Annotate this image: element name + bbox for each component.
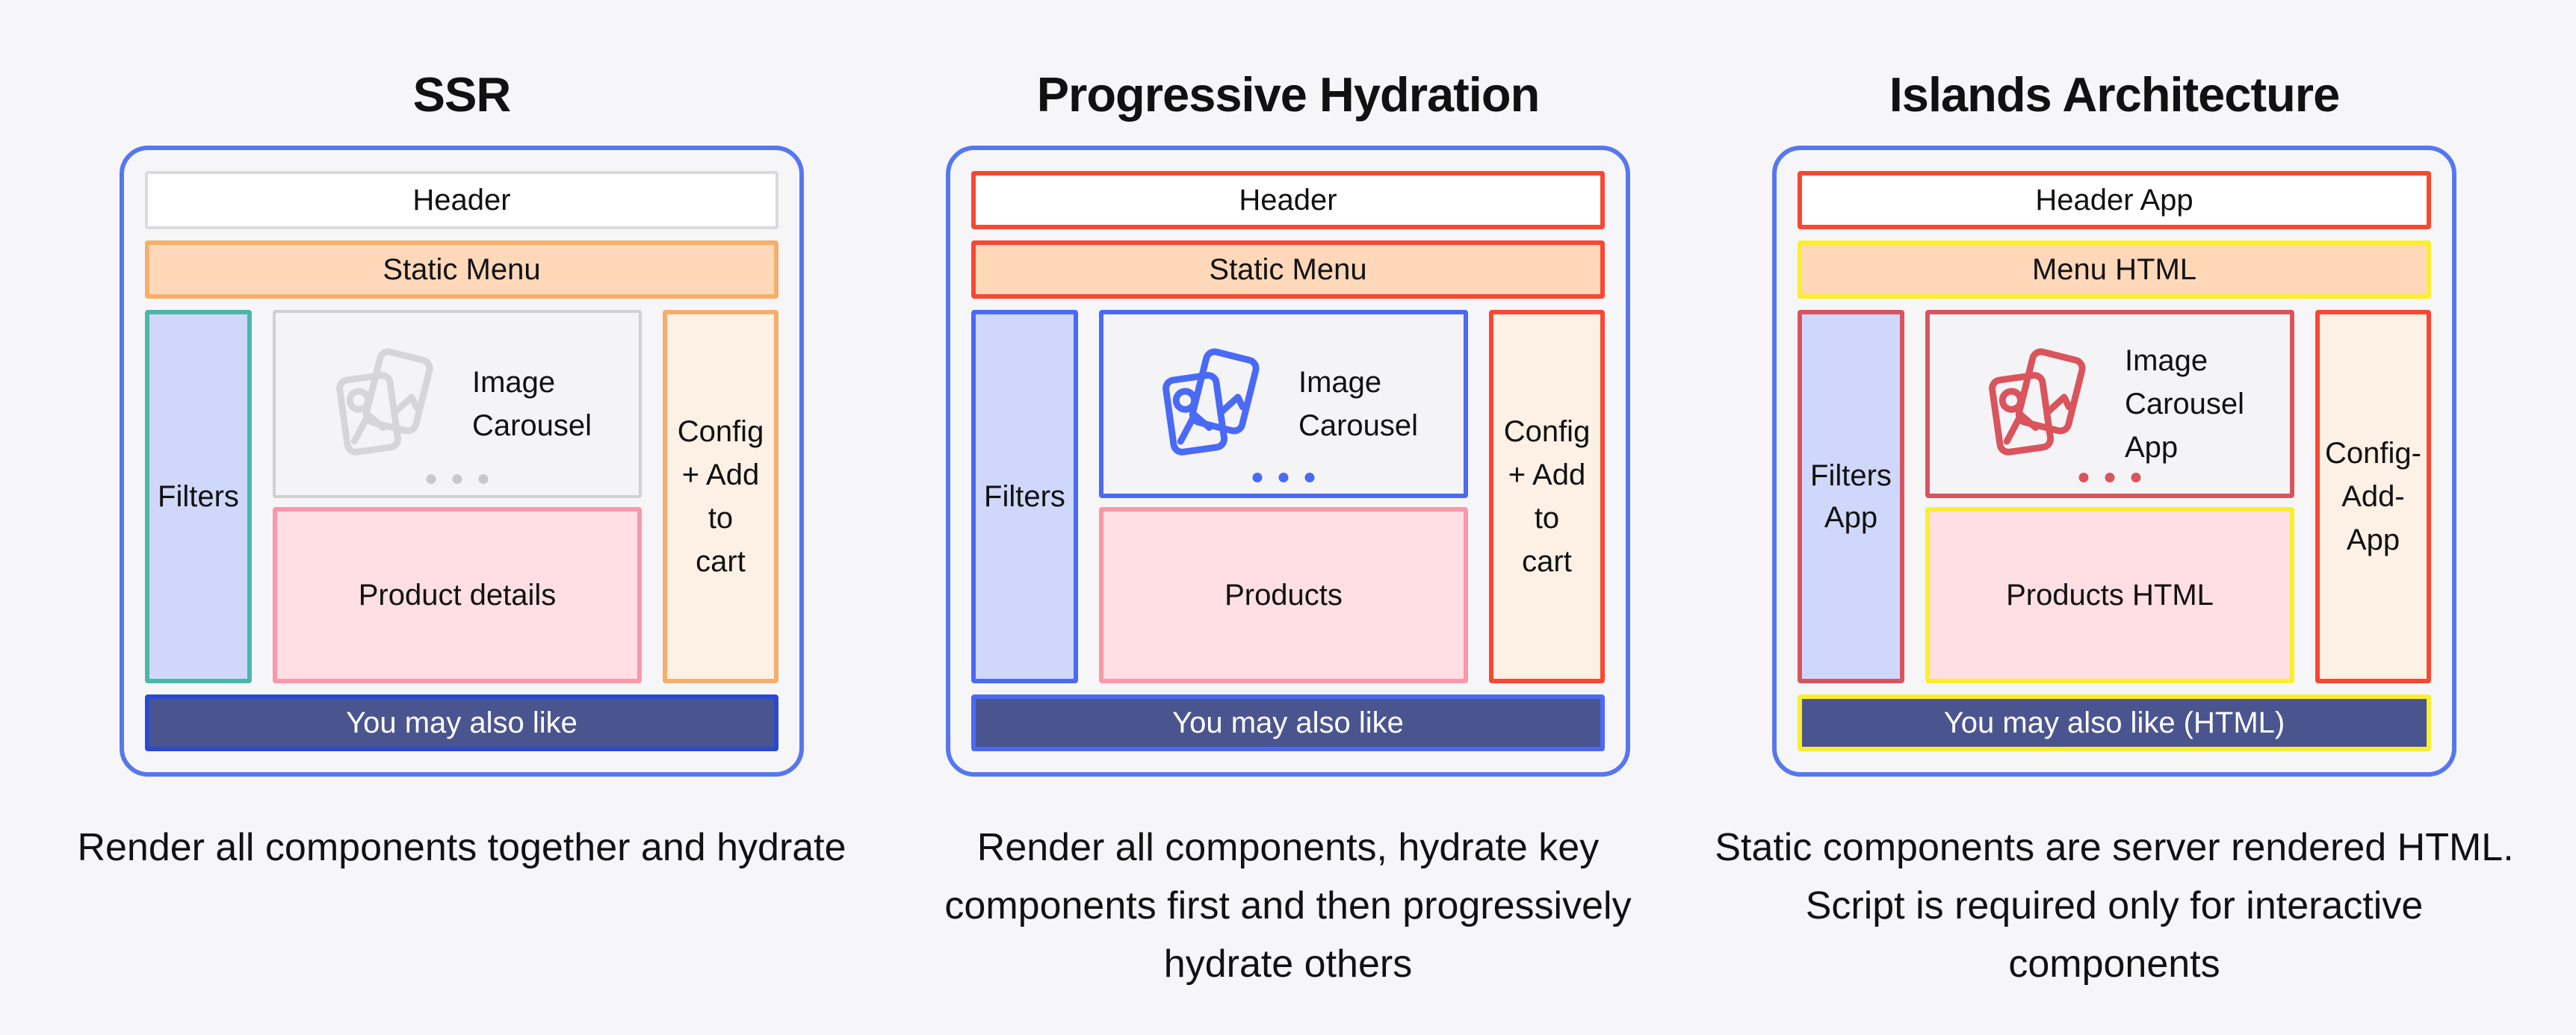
- panel-caption: Static components are server rendered HT…: [1715, 826, 2514, 986]
- products-box: Products HTML: [1925, 507, 2294, 683]
- image-stack-icon: [1149, 344, 1270, 464]
- config-box: Config + Add to cart: [663, 310, 778, 683]
- panel-ssr: SSR Header Static Menu Filters Image Car…: [77, 43, 846, 993]
- panel-islands-architecture: Islands Architecture Header App Menu HTM…: [1715, 43, 2513, 993]
- panel-title: Islands Architecture: [1889, 67, 2341, 122]
- header-box: Header: [971, 171, 1605, 229]
- image-stack-icon: [323, 344, 444, 464]
- carousel-dots-icon: [2078, 473, 2141, 482]
- recommendations-bar: You may also like (HTML): [1798, 694, 2431, 751]
- panel-caption: Render all components together and hydra…: [77, 826, 846, 869]
- carousel-dots-icon: [1252, 473, 1315, 482]
- filters-box: Filters: [145, 310, 252, 683]
- products-box: Products: [1099, 507, 1468, 683]
- content-row: Filters Image Carousel Product details C…: [145, 310, 778, 683]
- recommendations-bar: You may also like: [971, 694, 1605, 751]
- menu-box: Static Menu: [971, 240, 1605, 299]
- carousel-box: Image Carousel: [1099, 310, 1468, 498]
- carousel-box: Image Carousel App: [1925, 310, 2294, 498]
- menu-box: Static Menu: [145, 240, 778, 299]
- content-row: Filters App Image Carousel App Products …: [1798, 310, 2431, 683]
- recommendations-bar: You may also like: [145, 694, 778, 751]
- image-stack-icon: [1975, 344, 2096, 464]
- carousel-label: Image Carousel App: [2124, 344, 2245, 464]
- center-column: Image Carousel Products: [1099, 310, 1468, 683]
- page-wireframe: Header App Menu HTML Filters App Image C…: [1772, 146, 2456, 777]
- carousel-box: Image Carousel: [273, 310, 642, 498]
- filters-box: Filters: [971, 310, 1078, 683]
- carousel-label: Image Carousel: [471, 366, 592, 442]
- page-wireframe: Header Static Menu Filters Image Carouse…: [946, 146, 1630, 777]
- comparison-diagram: SSR Header Static Menu Filters Image Car…: [77, 43, 2513, 993]
- config-box: Config + Add to cart: [1489, 310, 1605, 683]
- carousel-label: Image Carousel: [1298, 366, 1419, 442]
- config-box: Config- Add-App: [2315, 310, 2431, 683]
- filters-box: Filters App: [1798, 310, 1904, 683]
- carousel-dots-icon: [426, 474, 489, 484]
- panel-title: Progressive Hydration: [1036, 67, 1541, 122]
- panel-caption: Render all components, hydrate key compo…: [944, 826, 1632, 986]
- products-box: Product details: [273, 507, 642, 683]
- center-column: Image Carousel App Products HTML: [1925, 310, 2294, 683]
- content-row: Filters Image Carousel Products Config +…: [971, 310, 1605, 683]
- panel-progressive-hydration: Progressive Hydration Header Static Menu…: [944, 43, 1631, 993]
- center-column: Image Carousel Product details: [273, 310, 642, 683]
- header-box: Header: [145, 171, 778, 229]
- panel-title: SSR: [412, 67, 512, 122]
- page-wireframe: Header Static Menu Filters Image Carouse…: [120, 146, 804, 777]
- menu-box: Menu HTML: [1798, 240, 2431, 299]
- header-box: Header App: [1798, 171, 2431, 229]
